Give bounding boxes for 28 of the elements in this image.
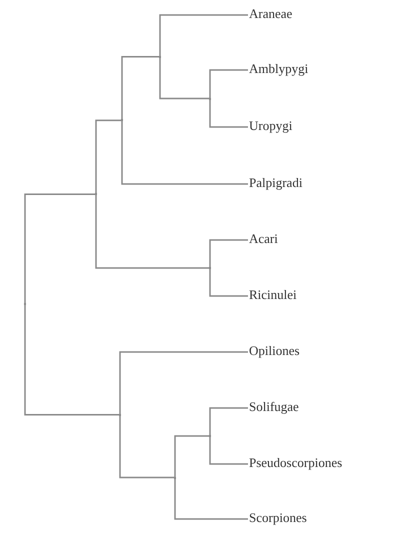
taxon-label: Acari <box>249 231 278 249</box>
taxon-label: Pseudoscorpiones <box>249 455 342 473</box>
tree-branch <box>95 120 122 194</box>
tree-branch <box>209 268 248 297</box>
tree-branch <box>159 14 248 57</box>
tree-branch <box>209 69 248 98</box>
tree-branch <box>24 304 120 416</box>
taxon-label: Amblypygi <box>249 61 308 79</box>
taxon-label: Ricinulei <box>249 287 297 305</box>
taxon-label: Palpigradi <box>249 175 302 193</box>
taxon-label: Araneae <box>249 6 292 24</box>
tree-branch <box>209 436 248 465</box>
tree-branch <box>159 56 210 100</box>
tree-branch <box>209 407 248 436</box>
tree-branch <box>95 194 210 269</box>
tree-branch <box>209 98 248 128</box>
tree-branch <box>121 120 248 185</box>
taxon-label: Opiliones <box>249 343 300 361</box>
tree-branch <box>24 193 96 304</box>
tree-branch <box>174 435 210 478</box>
tree-branch <box>119 414 175 478</box>
taxon-label: Scorpiones <box>249 510 307 528</box>
tree-branch <box>209 239 248 268</box>
taxon-label: Uropygi <box>249 118 292 136</box>
tree-branch <box>119 351 248 415</box>
tree-branch <box>174 478 248 520</box>
tree-branch <box>121 56 160 120</box>
taxon-label: Solifugae <box>249 399 299 417</box>
